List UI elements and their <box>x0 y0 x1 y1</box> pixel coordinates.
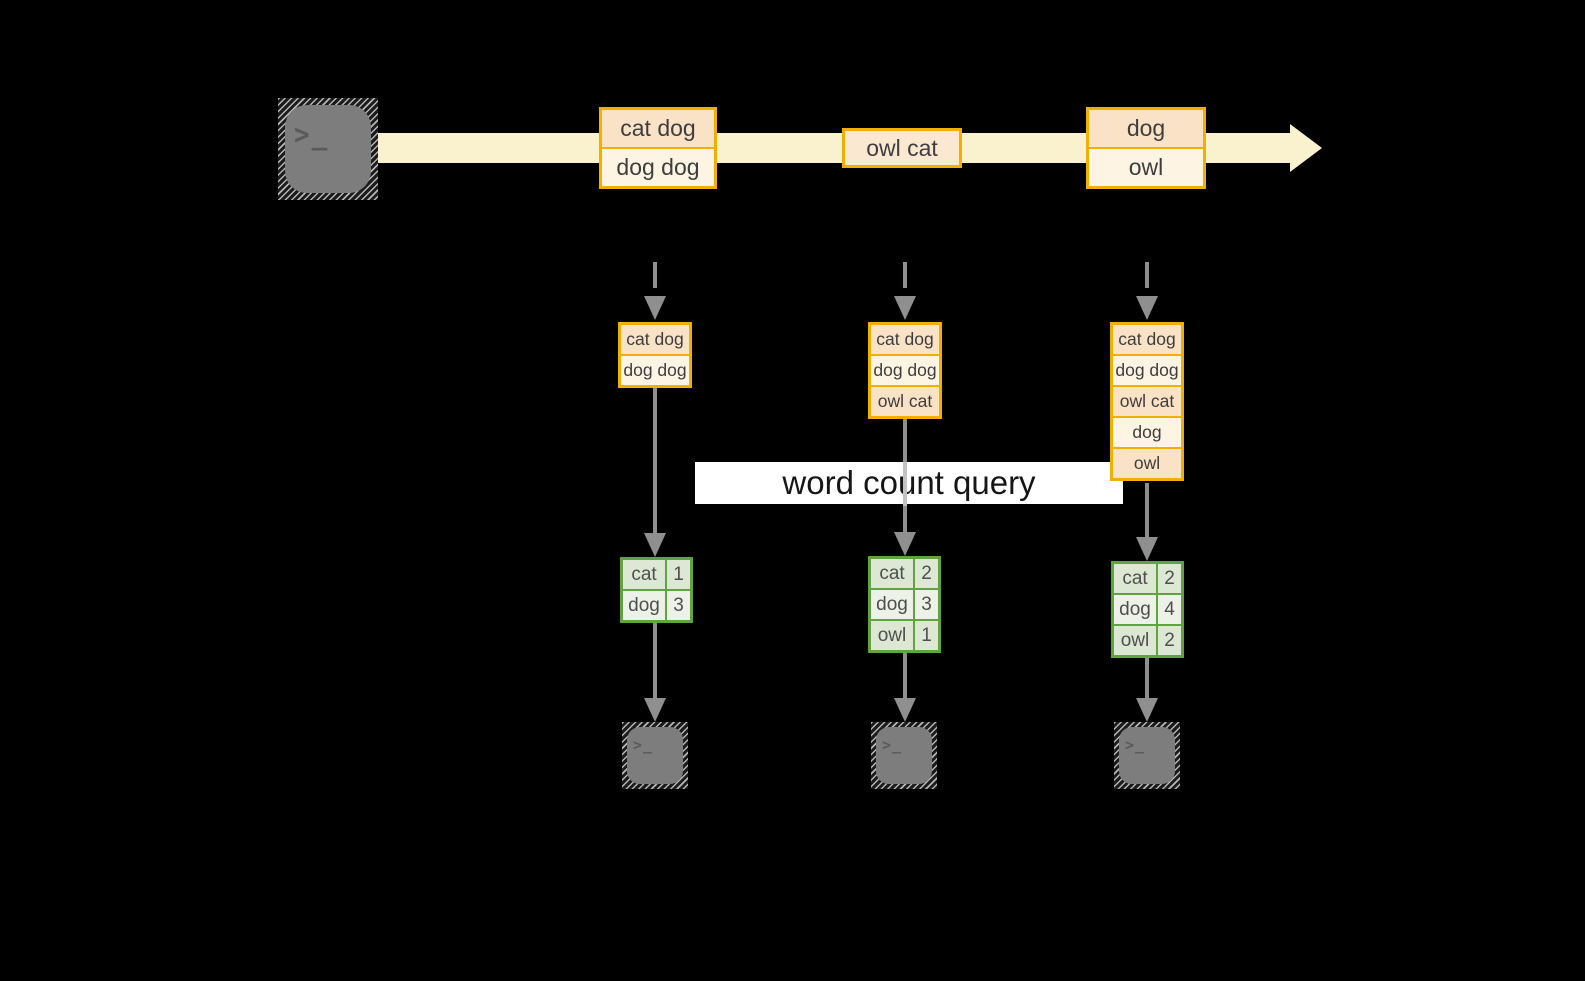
buffer-stack-2: cat dog dog dog owl cat <box>868 322 942 419</box>
terminal-prompt-icon: >_ <box>633 736 654 754</box>
count-table-2: cat 2 dog 3 owl 1 <box>868 556 941 653</box>
query-arrow-2 <box>894 419 916 556</box>
buffer-row: dog dog <box>1113 356 1181 385</box>
count-word-cell: cat <box>1114 564 1156 593</box>
terminal-prompt-icon: >_ <box>882 736 903 754</box>
buffer-stack-1: cat dog dog dog <box>618 322 692 388</box>
output-terminal-icon-1: >_ <box>622 722 688 789</box>
buffer-row: dog dog <box>871 356 939 385</box>
query-arrow-1 <box>644 386 666 557</box>
source-terminal-icon: >_ <box>278 98 378 200</box>
stream-event-box-1: cat dog dog dog <box>599 107 717 189</box>
output-arrow-2 <box>894 653 916 722</box>
count-value-cell: 1 <box>667 560 690 589</box>
buffer-row: owl cat <box>1113 387 1181 416</box>
stream-event-box-2: owl cat <box>842 128 962 168</box>
count-value-cell: 3 <box>667 591 690 620</box>
output-arrow-3 <box>1136 658 1158 722</box>
terminal-prompt-icon: >_ <box>1125 736 1146 754</box>
count-table-3: cat 2 dog 4 owl 2 <box>1111 561 1184 658</box>
event-row: dog dog <box>602 149 714 186</box>
terminal-screen <box>876 727 932 784</box>
count-word-cell: owl <box>871 621 913 650</box>
terminal-prompt-icon: >_ <box>294 118 330 152</box>
count-value-cell: 2 <box>1158 626 1181 655</box>
count-word-cell: cat <box>871 559 913 588</box>
dashed-arrow-3 <box>1136 262 1158 320</box>
count-value-cell: 2 <box>1158 564 1181 593</box>
count-value-cell: 1 <box>915 621 938 650</box>
terminal-screen <box>627 727 683 784</box>
count-table-1: cat 1 dog 3 <box>620 557 693 623</box>
count-word-cell: cat <box>623 560 665 589</box>
buffer-row: cat dog <box>1113 325 1181 354</box>
buffer-row: cat dog <box>871 325 939 354</box>
stream-arrow-head <box>1290 124 1322 172</box>
count-word-cell: dog <box>623 591 665 620</box>
event-row: owl cat <box>845 131 959 165</box>
buffer-stack-3: cat dog dog dog owl cat dog owl <box>1110 322 1184 481</box>
buffer-row: dog dog <box>621 356 689 385</box>
buffer-row: dog <box>1113 418 1181 447</box>
count-value-cell: 2 <box>915 559 938 588</box>
event-row: dog <box>1089 110 1203 147</box>
terminal-screen <box>285 105 371 193</box>
count-value-cell: 4 <box>1158 595 1181 624</box>
count-word-cell: dog <box>871 590 913 619</box>
dashed-arrow-2 <box>894 262 916 320</box>
event-row: cat dog <box>602 110 714 147</box>
buffer-row: owl cat <box>871 387 939 416</box>
count-word-cell: dog <box>1114 595 1156 624</box>
output-terminal-icon-3: >_ <box>1114 722 1180 789</box>
output-arrow-1 <box>644 623 666 722</box>
terminal-screen <box>1119 727 1175 784</box>
event-row: owl <box>1089 149 1203 186</box>
dashed-arrow-1 <box>644 262 666 320</box>
buffer-row: cat dog <box>621 325 689 354</box>
count-word-cell: owl <box>1114 626 1156 655</box>
count-value-cell: 3 <box>915 590 938 619</box>
output-terminal-icon-2: >_ <box>871 722 937 789</box>
word-count-query-banner: word count query <box>695 462 1123 504</box>
query-arrow-3 <box>1136 483 1158 561</box>
buffer-row: owl <box>1113 449 1181 478</box>
stream-event-box-3: dog owl <box>1086 107 1206 189</box>
